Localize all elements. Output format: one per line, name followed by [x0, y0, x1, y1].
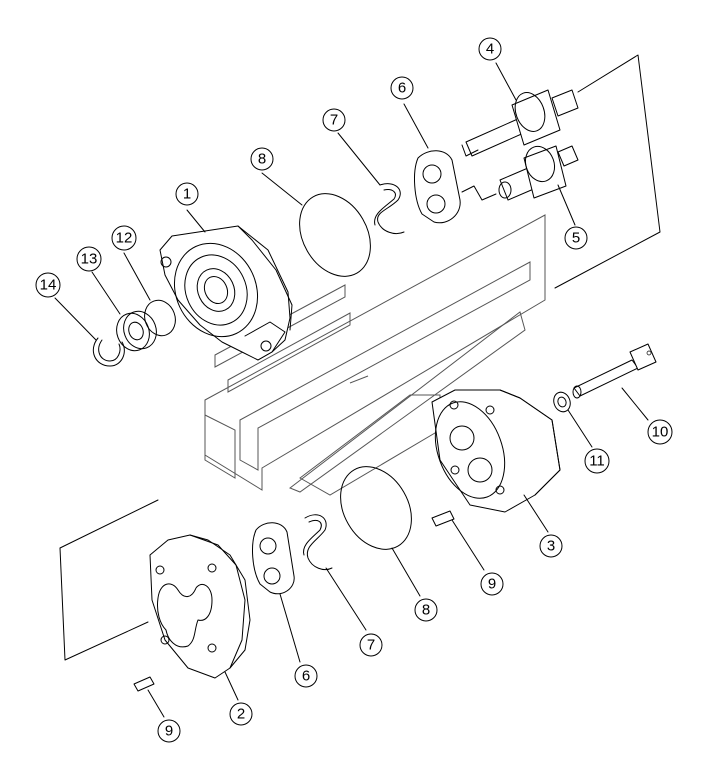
driven-gear [498, 145, 579, 201]
seal-lower [304, 514, 333, 571]
svg-text:12: 12 [116, 230, 133, 247]
callout-3: 3 [539, 534, 563, 558]
gasket-lower [340, 466, 412, 550]
wear-plate-lower [252, 522, 295, 595]
callout-12: 12 [111, 225, 137, 251]
callout-9-upper: 9 [480, 572, 504, 596]
svg-text:1: 1 [183, 186, 191, 203]
svg-text:8: 8 [258, 151, 266, 168]
svg-text:2: 2 [237, 706, 245, 723]
svg-text:3: 3 [547, 538, 555, 555]
seal-lower-inner [303, 519, 322, 556]
callout-10: 10 [647, 419, 673, 445]
svg-text:6: 6 [302, 668, 310, 685]
oil-seal [144, 299, 176, 337]
wear-plate-upper [414, 150, 461, 224]
svg-text:11: 11 [589, 453, 605, 470]
svg-text:6: 6 [398, 80, 406, 97]
svg-text:5: 5 [572, 230, 580, 247]
leader-lines [54, 62, 649, 718]
rear-housing [431, 389, 561, 513]
dowel-pin-lower [133, 676, 155, 692]
washer-hole [557, 396, 567, 408]
assembly-frame-upper [554, 54, 661, 289]
snap-ring [92, 337, 125, 367]
callout-7-upper: 7 [322, 108, 346, 132]
callout-14: 14 [35, 272, 61, 298]
front-cover-flange [159, 225, 293, 361]
svg-text:10: 10 [652, 424, 669, 441]
callout-5: 5 [564, 226, 588, 250]
callout-1: 1 [175, 182, 199, 206]
svg-text:7: 7 [330, 112, 338, 129]
callout-8-lower: 8 [414, 598, 438, 622]
callout-6-lower: 6 [294, 664, 318, 688]
gear-housing-body [149, 534, 251, 679]
snap-ring-inner [98, 339, 121, 362]
callout-13: 13 [76, 246, 102, 272]
callout-7-lower: 7 [359, 633, 383, 657]
seal-upper [377, 183, 405, 235]
svg-text:9: 9 [488, 576, 496, 593]
callout-11: 11 [584, 448, 610, 474]
seal-upper-inner [374, 189, 396, 226]
assembly-frame-lower [59, 499, 159, 661]
svg-text:7: 7 [367, 637, 375, 654]
svg-text:13: 13 [81, 251, 98, 268]
washer [553, 391, 571, 413]
callout-6-upper: 6 [390, 76, 414, 100]
gear-break-line [461, 185, 497, 201]
gasket-upper [299, 193, 371, 277]
callout-9-lower: 9 [157, 719, 181, 743]
drive-gear-shaft [461, 89, 579, 157]
svg-text:14: 14 [40, 277, 57, 294]
svg-text:4: 4 [486, 41, 494, 58]
bolt [572, 343, 657, 399]
dowel-pin-upper [431, 510, 455, 527]
callout-2: 2 [229, 702, 253, 726]
bearing [116, 310, 157, 352]
svg-text:8: 8 [422, 602, 430, 619]
svg-text:9: 9 [165, 723, 173, 740]
callout-8-upper: 8 [250, 147, 274, 171]
callout-4: 4 [478, 37, 502, 61]
